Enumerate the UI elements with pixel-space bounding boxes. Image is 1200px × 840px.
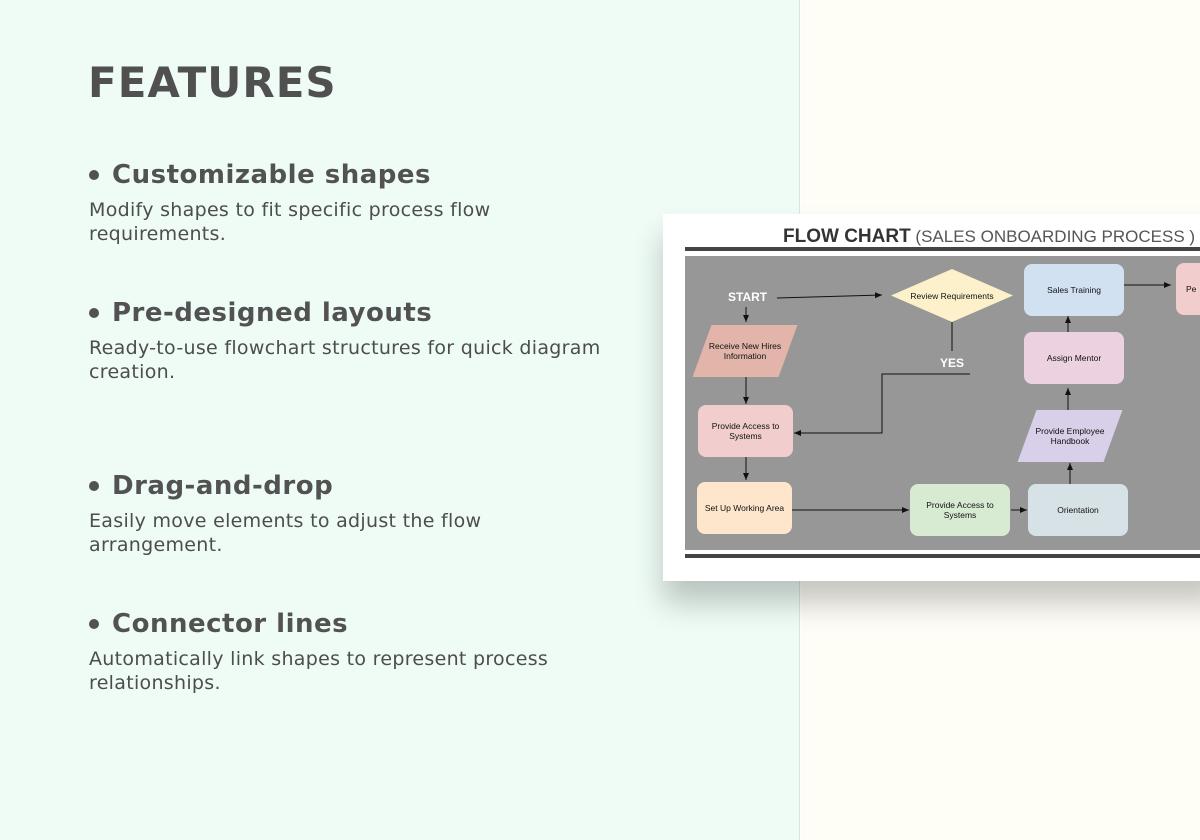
flowchart-preview-card: FLOW CHART (SALES ONBOARDING PROCESS ) S… <box>663 214 1200 581</box>
node-assign-mentor: Assign Mentor <box>1024 332 1124 384</box>
bottom-rule <box>685 554 1200 558</box>
features-heading: FEATURES <box>88 58 337 107</box>
feature-item-customizable-shapes: Customizable shapes Modify shapes to fit… <box>89 160 609 246</box>
feature-item-drag-and-drop: Drag-and-drop Easily move elements to ad… <box>89 471 609 557</box>
node-next-step-partial: Pe <box>1176 263 1200 315</box>
feature-title: Drag-and-drop <box>112 471 334 501</box>
bullet-icon <box>89 619 99 629</box>
node-provide-access-to-systems-bottom: Provide Access to Systems <box>910 484 1010 536</box>
bullet-icon <box>89 170 99 180</box>
flowchart-title-main: FLOW CHART <box>783 226 911 247</box>
connector-yes-to-access <box>794 373 970 436</box>
feature-description: Modify shapes to fit specific process fl… <box>89 199 491 245</box>
start-label: START <box>728 290 768 304</box>
feature-title: Connector lines <box>112 609 349 639</box>
feature-description: Automatically link shapes to represent p… <box>89 648 549 694</box>
node-provide-access-to-systems: Provide Access to Systems <box>698 405 793 457</box>
bullet-icon <box>89 308 99 318</box>
node-orientation: Orientation <box>1028 484 1128 536</box>
feature-description: Ready-to-use flowchart structures for qu… <box>89 337 601 383</box>
node-set-up-working-area: Set Up Working Area <box>697 482 792 534</box>
feature-title: Customizable shapes <box>112 160 431 190</box>
node-sales-training: Sales Training <box>1024 264 1124 316</box>
flowchart-title: FLOW CHART (SALES ONBOARDING PROCESS ) <box>783 226 1195 248</box>
diamond-shape <box>891 269 1013 322</box>
bullet-icon <box>89 481 99 491</box>
feature-item-pre-designed-layouts: Pre-designed layouts Ready-to-use flowch… <box>89 298 609 384</box>
node-review-requirements: Review Requirements <box>891 269 1013 322</box>
yes-label: YES <box>940 356 965 370</box>
connector-start-to-review <box>776 292 883 299</box>
connector-lines <box>743 282 1171 513</box>
feature-item-connector-lines: Connector lines Automatically link shape… <box>89 609 609 695</box>
feature-title: Pre-designed layouts <box>112 298 433 328</box>
flowchart-title-sub: (SALES ONBOARDING PROCESS ) <box>910 227 1196 246</box>
top-rule <box>685 247 1200 251</box>
feature-description: Easily move elements to adjust the flow … <box>89 510 482 556</box>
